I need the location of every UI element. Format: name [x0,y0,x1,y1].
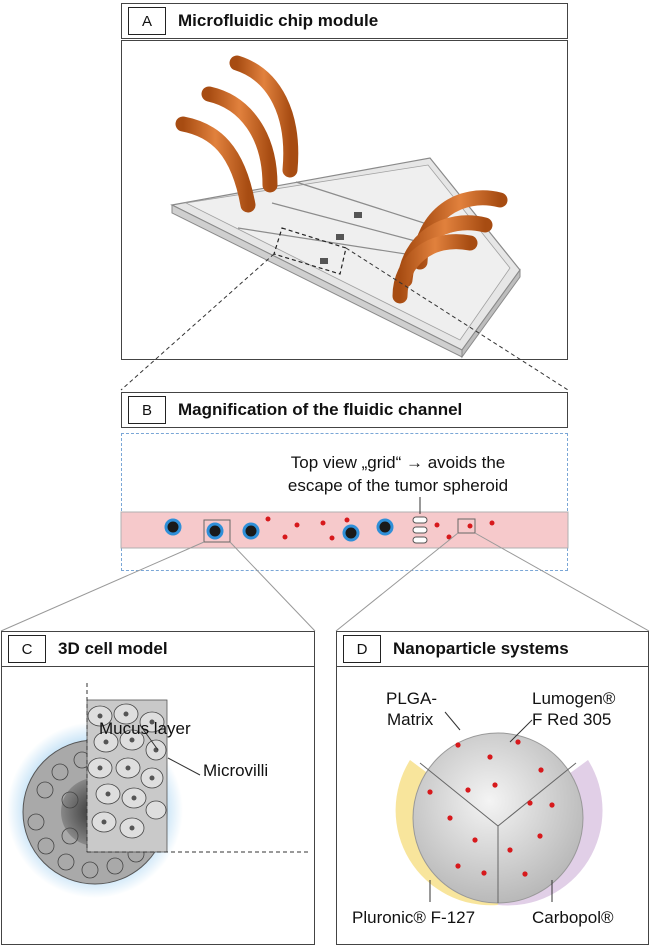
nanoparticle-illustration [395,711,603,906]
cell-model-illustration [7,683,310,898]
connector-b-d-left [335,532,459,632]
nanoparticles [265,516,495,541]
plga-label-line1: PLGA- [386,689,437,708]
connector-b-c-left [0,541,205,632]
connector-right [345,247,569,391]
grid-note-line1: Top view „grid“ → avoids the [291,453,505,472]
panel-d-header: D Nanoparticle systems [336,631,649,667]
fluidic-channel [120,497,569,549]
microvilli-label: Microvilli [203,761,268,780]
microfluidic-chip-illustration [170,55,521,359]
connector-b-d-right [474,532,650,632]
panel-a-header: A Microfluidic chip module [121,3,568,39]
spheroids [164,518,394,542]
grid-note-line2: escape of the tumor spheroid [288,476,508,495]
panel-c-letter: C [8,635,46,663]
panel-b-header: B Magnification of the fluidic channel [121,392,568,428]
grid-barrier [412,516,428,544]
panel-b-letter: B [128,396,166,424]
lumogen-label-line2: F Red 305 [532,710,611,729]
connector-left [120,253,275,391]
plga-label-line2: Matrix [387,710,434,729]
lumogen-label-line1: Lumogen® [532,689,616,708]
panel-a-title: Microfluidic chip module [178,11,379,30]
panel-d-title: Nanoparticle systems [393,639,569,658]
panel-d-letter: D [343,635,381,663]
panel-a-letter: A [128,7,166,35]
carbopol-label: Carbopol® [532,908,614,927]
panel-b-title: Magnification of the fluidic channel [178,400,463,419]
mucus-layer-label: Mucus layer [99,719,191,738]
pluronic-label: Pluronic® F-127 [352,908,475,927]
panel-c-title: 3D cell model [58,639,168,658]
panel-c-header: C 3D cell model [1,631,315,667]
connector-b-c-right [229,541,316,632]
